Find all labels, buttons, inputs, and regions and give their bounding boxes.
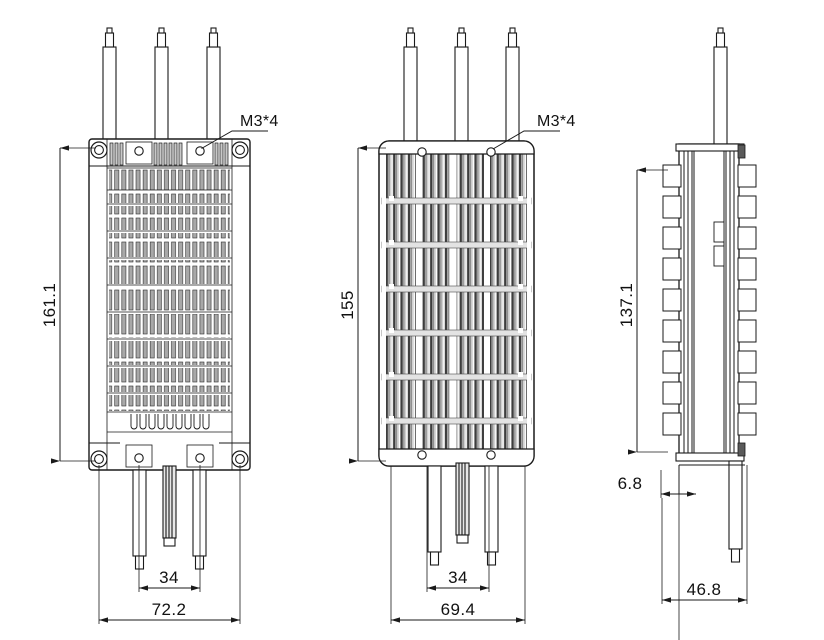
fin-row [109,206,230,230]
m3-hole-top-right [486,147,496,157]
front-view-wires-top [102,27,221,146]
dim-69-4-label: 69.4 [441,600,476,619]
wire-top-1 [403,27,418,146]
rear-view-wires-bottom [427,462,499,566]
side-right-teeth [737,164,757,436]
dim-34-front: 34 [138,465,201,592]
dim-46-8-label: 46.8 [687,580,722,599]
fin-row [109,368,230,392]
wire-top-3 [206,27,221,146]
dim-34-rear-label: 34 [448,568,468,587]
front-view: M3*4 [40,27,279,624]
front-lower-plate [120,434,219,444]
wire-top-3 [505,27,520,146]
side-left-teeth [662,164,682,436]
side-top-cap [675,143,745,152]
m3-hole-top-left [417,147,427,157]
side-core-plate [693,149,725,456]
dim-72-2-label: 72.2 [152,600,187,619]
m3-hole-bottom-right [486,450,496,460]
screw-top-right [231,141,249,159]
wire-top-2 [154,27,169,146]
dim-72-2: 72.2 [98,465,241,624]
dim-155: 155 [338,145,386,464]
screw-bottom-right [231,450,249,468]
wire-bottom-3 [192,469,207,570]
dim-161-1-label: 161.1 [40,283,59,328]
side-view: 137.1 6.8 46.8 [617,27,757,640]
front-m3-label: M3*4 [240,113,279,130]
wire-bottom-2 [162,465,177,547]
front-m3-leader [201,130,268,149]
m3-hole-bottom-right [195,453,205,463]
fin-edge-columns [382,152,531,450]
fin-row [109,168,230,190]
side-internal-plates [683,150,735,455]
m3-hole-bottom-left [134,453,144,463]
side-core-tabs [713,221,725,267]
fin-row [109,287,230,311]
side-connector-block-bottom [737,442,746,457]
wire-bottom-2 [455,462,470,544]
side-connector-block-top [737,144,746,159]
fin-row [109,314,230,338]
m3-hole-top-right [195,146,205,156]
fin-row [109,233,230,257]
side-view-wire-bottom [728,460,743,563]
fin-row [109,260,230,284]
dim-46-8: 46.8 [661,465,748,604]
screw-top-left [90,141,108,159]
rear-view-wires-top [403,27,520,146]
wire-bottom-3 [484,465,499,566]
rear-m3-leader [492,130,560,150]
wire-bottom-1 [132,469,147,570]
dim-34-front-label: 34 [159,568,179,587]
dim-34-rear: 34 [426,466,490,592]
screw-bottom-left [90,450,108,468]
dim-161-1: 161.1 [40,145,96,464]
dim-6-8: 6.8 [618,465,696,640]
m3-hole-bottom-left [417,450,427,460]
rear-m3-label: M3*4 [537,113,576,130]
dim-6-8-label: 6.8 [618,474,643,493]
fin-row [109,341,230,365]
fin-row [109,192,230,203]
dim-155-label: 155 [338,290,357,320]
front-fin-field [107,167,232,444]
side-view-wire-top [713,27,728,146]
rear-top-band [378,140,535,155]
dim-137-1: 137.1 [617,167,668,455]
front-view-wires-bottom [132,465,207,570]
front-mounting-screws [90,141,249,468]
fin-slot-marks [389,196,523,421]
front-bottom-wave-fins [130,414,210,430]
fin-row [109,395,230,411]
side-bottom-cap [675,452,745,462]
m3-hole-top-left [134,146,144,156]
front-top-comb [109,142,229,166]
rear-fin-field [381,152,532,450]
rear-view: M3*4 155 [338,27,576,624]
wire-top-2 [454,27,469,146]
fin-field [382,152,531,450]
fin-gutters [416,152,490,450]
front-fin-rails [107,167,232,413]
dim-69-4: 69.4 [390,466,526,624]
wire-bottom-1 [427,465,442,566]
dim-137-1-label: 137.1 [617,283,636,328]
